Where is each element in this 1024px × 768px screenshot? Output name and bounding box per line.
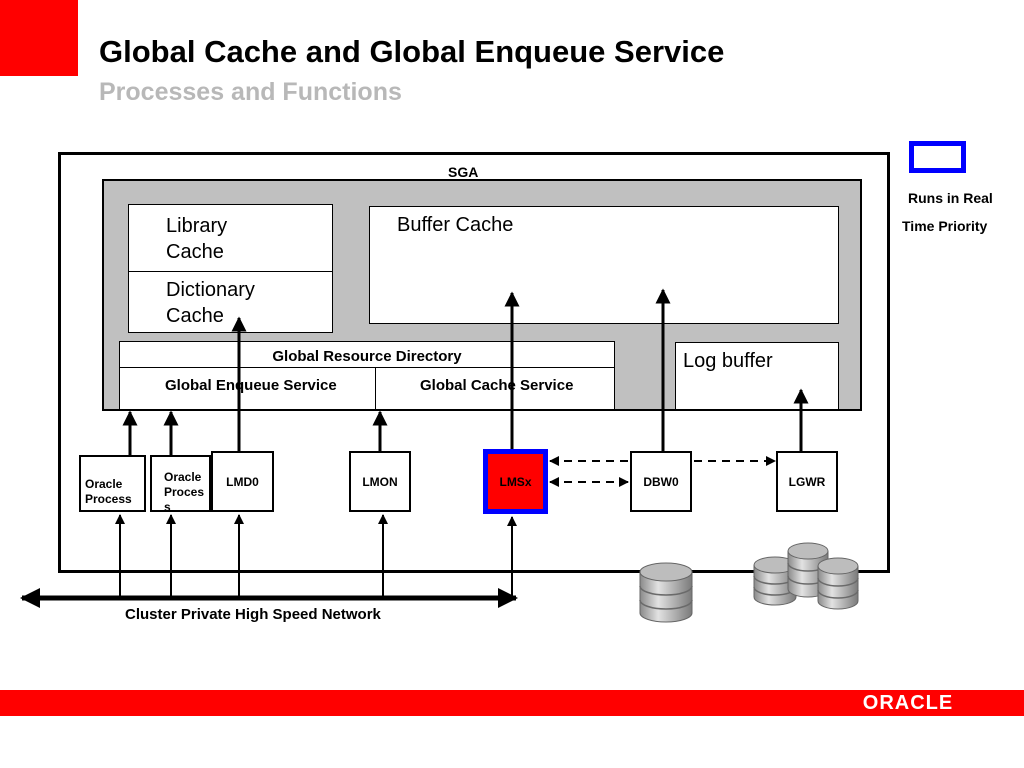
oracle-process-2: Oracle Process bbox=[150, 455, 211, 514]
grd-service-divider bbox=[375, 367, 376, 410]
global-resource-directory-box bbox=[119, 341, 615, 410]
buffer-cache-label: Buffer Cache bbox=[397, 214, 514, 236]
lmd0-process: LMD0 bbox=[211, 451, 274, 512]
library-cache-label: Library Cache bbox=[166, 215, 228, 263]
buffer-cache-box bbox=[369, 206, 839, 324]
dbw0-process: DBW0 bbox=[630, 451, 692, 512]
database-icon bbox=[817, 557, 859, 610]
lmsx-process: LMSx bbox=[483, 449, 548, 514]
legend-line-1: Runs in Real bbox=[908, 190, 993, 206]
dictionary-cache-label: Dictionary Cache bbox=[166, 279, 255, 327]
footer-bar bbox=[0, 690, 1024, 716]
shared-pool-divider bbox=[128, 271, 333, 272]
lgwr-label: LGWR bbox=[788, 474, 826, 489]
dbw0-label: DBW0 bbox=[643, 474, 679, 489]
brand-corner-block bbox=[0, 0, 78, 76]
global-enqueue-service-label: Global Enqueue Service bbox=[165, 377, 337, 394]
page-subtitle: Processes and Functions bbox=[99, 78, 402, 106]
lmd0-label: LMD0 bbox=[226, 474, 259, 489]
global-resource-directory-label: Global Resource Directory bbox=[272, 348, 462, 365]
oracle-process-1-label: Oracle Process bbox=[85, 477, 132, 506]
shared-pool-box bbox=[128, 204, 333, 333]
oracle-logo: ORACLE bbox=[862, 692, 954, 714]
database-icon bbox=[753, 556, 797, 606]
network-label: Cluster Private High Speed Network bbox=[125, 606, 381, 623]
lmon-label: LMON bbox=[362, 474, 398, 489]
legend-line-2: Time Priority bbox=[902, 218, 988, 234]
legend-swatch bbox=[909, 141, 966, 173]
legend-text: Runs in Real Time Priority bbox=[902, 184, 1024, 240]
sga-label: SGA bbox=[448, 164, 479, 180]
log-buffer-label: Log buffer bbox=[683, 350, 773, 372]
grd-divider bbox=[119, 367, 615, 368]
lmon-process: LMON bbox=[349, 451, 411, 512]
oracle-process-2-label: Oracle Process bbox=[164, 470, 205, 514]
oracle-process-1: Oracle Process bbox=[79, 455, 146, 512]
global-cache-service-label: Global Cache Service bbox=[420, 377, 574, 394]
lgwr-process: LGWR bbox=[776, 451, 838, 512]
log-buffer-box bbox=[675, 342, 839, 410]
database-icon bbox=[639, 562, 693, 623]
page-title: Global Cache and Global Enqueue Service bbox=[99, 34, 725, 69]
lmsx-label: LMSx bbox=[499, 474, 532, 489]
